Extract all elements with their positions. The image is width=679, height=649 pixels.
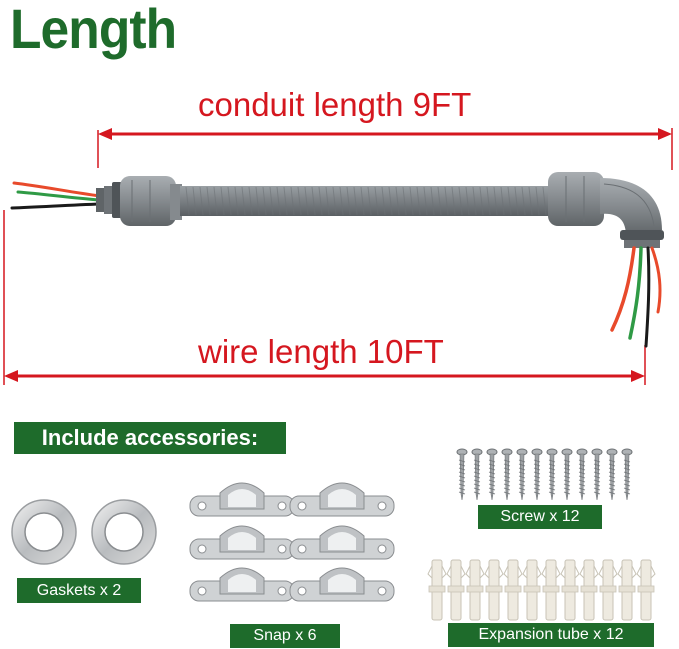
left-connector <box>96 176 182 226</box>
accessories-heading: Include accessories: <box>14 422 286 454</box>
screw-icon <box>501 448 513 501</box>
screw-badge: Screw x 12 <box>478 505 602 529</box>
screw-icon <box>531 448 543 501</box>
expansion-tube-icon <box>446 559 466 621</box>
screw-icon <box>561 448 573 501</box>
snap-strap-icon <box>189 525 295 560</box>
expansion-tube-icon <box>522 559 542 621</box>
snap-strap-icon <box>189 482 295 517</box>
expansion-tube-icon <box>617 559 637 621</box>
left-wires <box>10 181 102 210</box>
expansion-tube-icon <box>465 559 485 621</box>
right-elbow-connector <box>548 172 664 248</box>
conduit-dimension-arrow <box>97 128 673 170</box>
snap-strap-icon <box>189 567 295 602</box>
conduit-tube <box>180 186 558 216</box>
gasket-icon <box>91 499 157 565</box>
right-wires <box>610 246 662 348</box>
expansion-tube-icon <box>598 559 618 621</box>
expansion-tube-icon <box>636 559 656 621</box>
wire-length-label: wire length 10FT <box>198 333 444 370</box>
expansion-tube-icon <box>484 559 504 621</box>
expansion-tube-icon <box>541 559 561 621</box>
screw-icon <box>576 448 588 501</box>
gaskets-badge: Gaskets x 2 <box>17 578 141 603</box>
screw-icon <box>621 448 633 501</box>
wire-dimension-arrow <box>3 210 646 385</box>
snap-badge: Snap x 6 <box>230 624 340 648</box>
conduit-length-label: conduit length 9FT <box>198 86 472 123</box>
screw-icon <box>516 448 528 501</box>
screw-icon <box>606 448 618 501</box>
snap-strap-icon <box>289 567 395 602</box>
expansion-tube-badge: Expansion tube x 12 <box>448 623 654 647</box>
screw-icon <box>456 448 468 501</box>
expansion-tube-icon <box>427 559 447 621</box>
expansion-tube-icon <box>503 559 523 621</box>
screw-icon <box>591 448 603 501</box>
snap-strap-icon <box>289 525 395 560</box>
page-title: Length <box>10 0 177 60</box>
screw-icon <box>471 448 483 501</box>
screw-icon <box>546 448 558 501</box>
screw-icon <box>486 448 498 501</box>
snap-strap-icon <box>289 482 395 517</box>
expansion-tube-icon <box>560 559 580 621</box>
expansion-tube-icon <box>579 559 599 621</box>
gasket-icon <box>11 499 77 565</box>
